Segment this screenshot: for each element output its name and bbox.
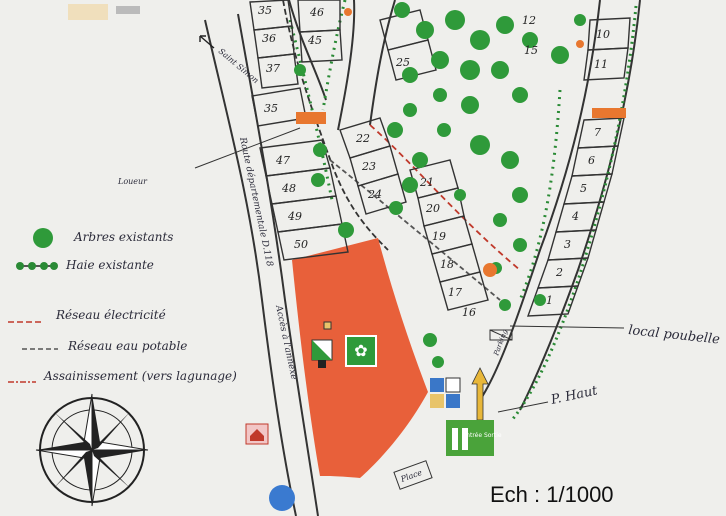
plot-23: 23 [361,160,376,173]
plot-numbers: 35 47 48 49 50 35 36 37 45 46 22 23 24 2… [258,4,610,319]
plot-7: 7 [594,126,601,139]
plot-4: 4 [571,210,579,223]
scale-label: Ech : 1/1000 [490,482,614,507]
trees [294,2,586,368]
plot-16: 16 [462,306,476,319]
plots-center [339,9,489,311]
plot-6: 6 [588,154,595,167]
local-leader [509,325,625,329]
plot-18: 18 [440,258,454,271]
legend: Arbres existants Haie existante Réseau é… [8,228,237,383]
plot-5: 5 [580,182,587,195]
hedge-lines [288,0,562,301]
plot-1: 1 [546,294,553,307]
plot-35b: 35 [264,102,278,115]
plot-45: 45 [307,34,322,47]
hedge-right [510,5,638,421]
logo [68,4,140,20]
plot-46: 46 [309,6,324,19]
service-markers [296,8,626,277]
plot-25: 25 [395,56,410,69]
loueur-leader [194,127,301,169]
compass-rose-icon [35,393,149,507]
legend-electric-label: Réseau électricité [55,308,166,322]
plot-36: 36 [262,32,276,45]
small-marker [323,321,332,330]
plot-3: 3 [564,238,571,251]
plot-35: 35 [258,4,272,17]
plot-20: 20 [425,202,440,215]
info-icon [430,377,461,408]
plot-11: 11 [594,58,608,71]
plot-48: 48 [281,182,296,195]
legend-tree-label: Arbres existants [73,230,173,244]
legend-hedge-symbol [16,262,58,270]
entry-label: Entrée Sortie [462,432,502,439]
plot-47: 47 [275,154,290,167]
plot-12: 12 [522,14,536,27]
legend-sewage-label: Assainissement (vers lagunage) [43,369,237,383]
plot-24: 24 [367,188,382,201]
plot-22: 22 [355,132,370,145]
plot-19: 19 [432,230,446,243]
legend-hedge-label: Haie existante [65,258,154,272]
svg-text:✿: ✿ [354,341,367,360]
legend-tree-symbol [33,228,53,248]
legend-water-label: Réseau eau potable [67,339,187,353]
entrance-sign: Entrée Sortie [446,420,502,456]
plot-15: 15 [524,44,538,57]
direction-arrow [199,35,215,49]
plot-50: 50 [294,238,308,251]
arrow-up-icon [471,367,489,421]
plot-10: 10 [596,28,610,41]
plot-37: 37 [266,62,280,75]
plot-21: 21 [419,176,434,189]
water-point-icon [269,485,295,511]
house-icon [245,423,269,445]
plots-right [526,17,631,317]
recycling-icon [489,329,513,341]
plot-2: 2 [555,266,563,279]
plot-17: 17 [448,286,462,299]
loueur-label: Loueur [117,177,148,186]
plot-49: 49 [287,210,302,223]
site-boundary [479,0,641,411]
building-leader [497,401,549,413]
toilet-block-icon [311,339,333,368]
internal-paths [282,0,521,301]
playground-icon: ✿ [345,335,377,367]
